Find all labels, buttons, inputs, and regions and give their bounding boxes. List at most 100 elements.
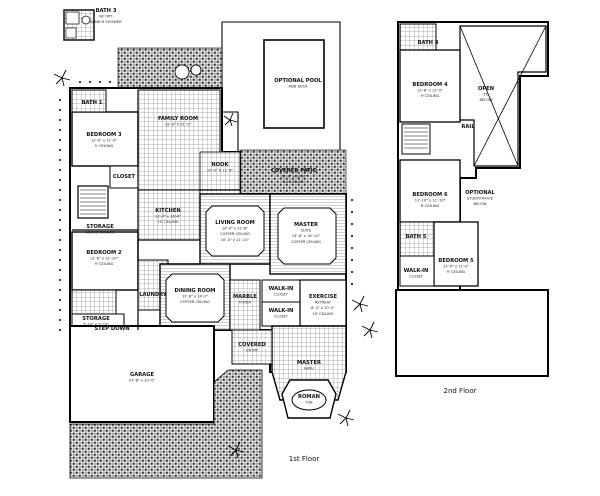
foyer-floor	[229, 279, 261, 331]
room-label-roman-tub: TUB	[304, 401, 313, 405]
room-label-bath: BATH 1	[82, 100, 103, 106]
room-label-bedroom6: 8' CEILING	[421, 204, 440, 208]
room-label-exercise: 10' CEILING	[312, 312, 333, 316]
floor1-caption: 1st Floor	[289, 455, 320, 463]
room-label-foyer: FOYER	[239, 301, 251, 305]
room-label-bedroom5: 9' CEILING	[447, 270, 466, 274]
room-label-master-suite: SUITE	[301, 229, 312, 233]
room-label-walk-in2: CLOSET	[274, 315, 289, 319]
room-label-walk-in: CLOSET	[274, 293, 289, 297]
room-label-open-below: OPEN	[478, 86, 494, 92]
room-label-master-suite: COFFER CEILING	[291, 240, 321, 244]
roman-tub	[291, 389, 327, 411]
room-label-closet: CLOSET	[113, 174, 136, 180]
first-floor	[53, 9, 379, 479]
open-below-diag-2	[473, 25, 547, 167]
bath3-inset	[63, 9, 95, 41]
pool-paver-top	[117, 47, 223, 89]
room-label-living-room: 10'-0" x 11'-10"	[221, 238, 250, 242]
room-label-nook: NOOK	[211, 162, 229, 168]
room-label-master-bath: BATH	[304, 367, 314, 371]
dining-room-coffer	[165, 273, 225, 323]
shrub	[190, 64, 202, 76]
bedroom5-walls	[433, 221, 479, 287]
room-label-storage: 7'-10" x 5'-10"	[83, 323, 109, 327]
shrub	[174, 64, 190, 80]
room-label-bedroom3: 9' CEILING	[95, 144, 114, 148]
room-label-optional-study: BELOW	[474, 202, 487, 206]
room-label-foyer: MARBLE	[233, 294, 257, 300]
garage-walls	[69, 325, 215, 423]
bath1-walls	[71, 89, 107, 113]
stairs	[77, 185, 109, 219]
bath4-walls	[399, 23, 437, 51]
bedroom3-walls	[71, 111, 139, 167]
room-label-bedroom4: 13'-8" x 12'-0"	[417, 89, 443, 93]
room-label-bedroom2: BEDROOM 2	[86, 250, 122, 256]
second-floor	[395, 21, 549, 377]
room-label-bedroom4: 9' CEILING	[421, 94, 440, 98]
bedroom6-walls	[399, 159, 461, 223]
room-label-living-room: COFFER CEILING	[220, 232, 250, 236]
room-label-optional-study: STUDY/OFFICE	[467, 197, 494, 201]
pool-area	[221, 21, 341, 153]
room-label-master-bath: MASTER	[297, 360, 321, 366]
room-label-rail: RAIL	[461, 124, 475, 130]
room-label-exercise: EXERCISE	[309, 294, 338, 300]
room-label-walk-in2: WALK-IN	[269, 308, 294, 314]
room-label-master-suite: MASTER	[294, 222, 318, 228]
covered-entry	[231, 329, 273, 365]
room-label-living-room: LIVING ROOM	[215, 220, 255, 226]
room-label-bedroom5: 12'-0" x 11'-0"	[443, 265, 469, 269]
interior-walls	[72, 90, 270, 330]
room-label-covered-entry: COVERED	[238, 342, 266, 348]
palm-shrubs	[53, 69, 379, 459]
room-label-storage: STORAGE	[82, 316, 110, 322]
room-label-step-down: STEP DOWN	[94, 326, 129, 332]
room-label-covered-entry: ENTRY	[246, 349, 258, 353]
room-label-kitchen: 12'-0" x 16'-6"	[155, 215, 181, 219]
floor2-caption: 2nd Floor	[444, 387, 477, 395]
room-label-storage-top: STORAGE	[86, 224, 114, 230]
driveway-pavers	[69, 369, 263, 479]
stair-treads	[404, 127, 428, 149]
room-label-roman-tub: ROMAN	[298, 394, 320, 400]
room-label-optional-pool: OPTIONAL POOL	[274, 78, 322, 84]
room-label-bath3: BATH 3	[96, 8, 117, 14]
nook-floor	[199, 151, 241, 195]
stair-up	[401, 123, 431, 155]
bath-lower-walls	[71, 289, 117, 315]
landscape-dots	[59, 81, 353, 331]
open-below-diag-1	[459, 25, 519, 167]
room-label-bedroom2: 12'-8" x 12'-10"	[90, 257, 119, 261]
room-label-storage-top: ABOVE GARAGE	[86, 231, 115, 235]
room-label-bedroom3: 12'-0" x 11'-9"	[91, 139, 117, 143]
room-label-bath5: BATH 5	[406, 234, 427, 240]
room-label-optional-pool: AND DECK	[289, 85, 309, 89]
bedroom2-walls	[71, 231, 139, 291]
room-label-family-room: FAMILY ROOM	[158, 116, 198, 122]
room-label-bath3: W/ OPT.	[99, 15, 113, 19]
room-label-open-below: BELOW	[480, 98, 493, 102]
room-label-laundry: LAUNDRY	[139, 292, 167, 298]
room-label-bedroom6: BEDROOM 6	[412, 192, 448, 198]
room-label-covered-patio: COVERED PATIO	[271, 168, 318, 174]
room-label-dining-room: COFFER CEILING	[180, 300, 210, 304]
room-label-covered-patio: 29'-0" x 10'-0"	[281, 175, 307, 179]
room-label-kitchen: KITCHEN	[155, 208, 181, 214]
room-label-walk-in: CLOSET	[409, 275, 424, 279]
room-label-bedroom3: BEDROOM 3	[86, 132, 122, 138]
walk-in-upper	[399, 255, 435, 287]
room-label-optional-study: OPTIONAL	[465, 190, 495, 196]
room-label-exercise: RETREAT	[315, 301, 332, 305]
room-label-walk-in: WALK-IN	[269, 286, 294, 292]
room-label-bath4: BATH 4	[418, 40, 439, 46]
room-label-open-below: TO	[482, 93, 488, 97]
room-label-dining-room: DINING ROOM	[175, 288, 216, 294]
room-label-garage: GARAGE	[130, 372, 155, 378]
room-label-bedroom4: BEDROOM 4	[412, 82, 448, 88]
room-label-exercise: 8'-0" x 10'-0"	[311, 306, 335, 310]
room-label-master-suite: 14'-8" x 16'-10"	[292, 234, 321, 238]
room-label-walk-in: WALK-IN	[404, 268, 429, 274]
